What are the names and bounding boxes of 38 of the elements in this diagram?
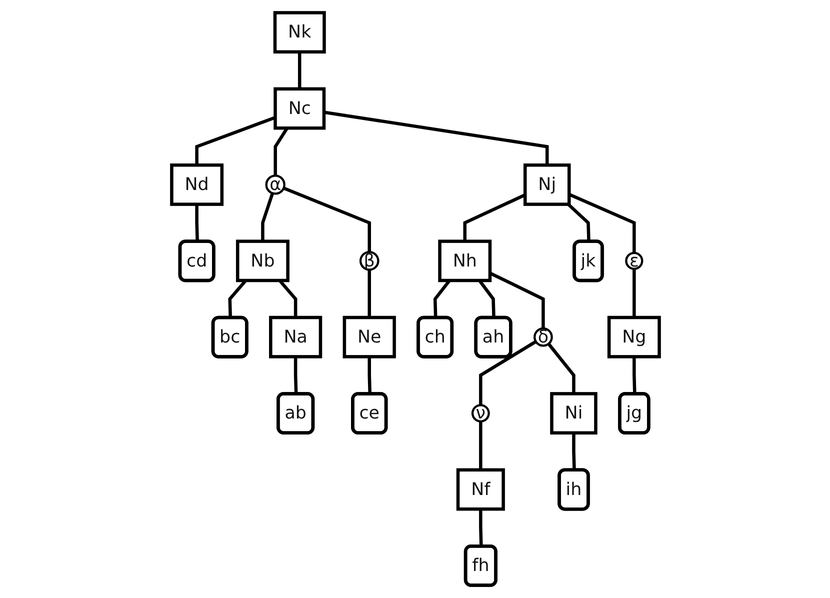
- node-box: Nb: [235, 240, 289, 282]
- node-box: Ni: [550, 392, 597, 435]
- connector: [478, 421, 482, 470]
- connector: [293, 356, 298, 394]
- node-circle: δ: [533, 327, 552, 347]
- node-circle: α: [264, 174, 285, 195]
- connector: [572, 432, 576, 470]
- connector: [260, 192, 274, 242]
- node-circle: ε: [624, 252, 643, 270]
- node-box: Ne: [342, 316, 396, 358]
- connector: [632, 268, 636, 318]
- node-circle: ν: [470, 404, 490, 422]
- connector: [194, 116, 276, 166]
- node-box: Ng: [606, 316, 660, 358]
- connector: [297, 52, 301, 89]
- connector: [462, 193, 526, 242]
- connector: [478, 509, 482, 547]
- node-box: Nh: [438, 240, 492, 282]
- node-box: Nj: [522, 163, 570, 206]
- node-box: Nd: [170, 163, 224, 206]
- connector: [546, 342, 575, 394]
- connector: [478, 280, 495, 318]
- connector: [273, 127, 288, 176]
- node-box: Na: [268, 316, 322, 358]
- node-box: Nf: [456, 468, 504, 511]
- node-box: Nk: [272, 11, 326, 54]
- connector: [566, 203, 590, 242]
- connector: [194, 204, 198, 242]
- node-box: Nc: [273, 87, 326, 130]
- connector: [632, 356, 636, 394]
- connector: [282, 186, 370, 252]
- connector: [367, 270, 370, 318]
- connector: [478, 340, 536, 406]
- connector: [488, 272, 544, 328]
- connector: [568, 192, 636, 253]
- connector: [367, 356, 372, 394]
- node-circle: β: [358, 250, 379, 271]
- connector: [323, 110, 548, 166]
